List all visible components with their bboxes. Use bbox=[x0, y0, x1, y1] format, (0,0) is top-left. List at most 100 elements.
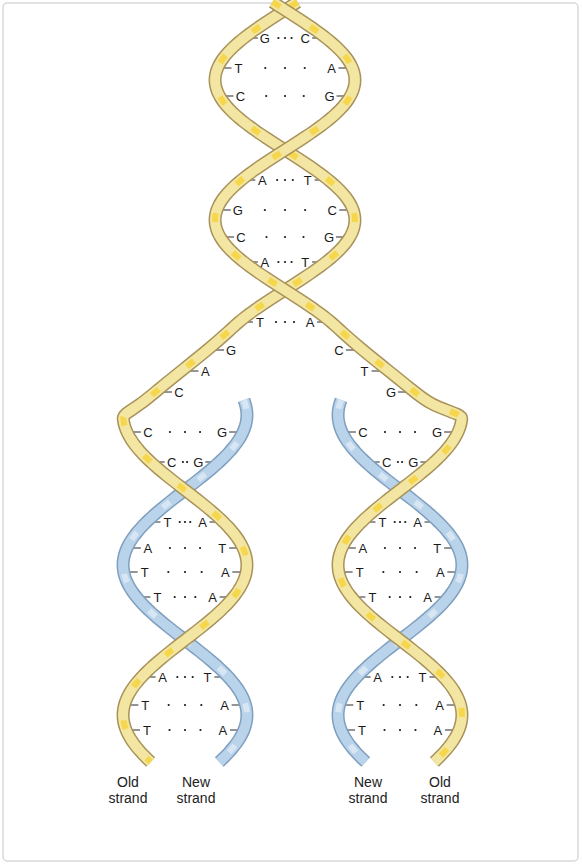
hydrogen-bond-dot bbox=[284, 179, 286, 181]
hydrogen-bond-dot bbox=[264, 67, 266, 69]
base-letter: A bbox=[359, 542, 368, 555]
hydrogen-bond-dot bbox=[384, 431, 386, 433]
strand-caption: New strand bbox=[165, 774, 227, 806]
base-letter: A bbox=[306, 316, 315, 329]
base-letter: G bbox=[226, 344, 236, 357]
base-letter: T bbox=[304, 174, 312, 187]
base-letter: G bbox=[408, 456, 418, 469]
hydrogen-bond-dot bbox=[404, 521, 406, 523]
strand-caption: Old strand bbox=[409, 774, 471, 806]
base-letter: T bbox=[356, 566, 364, 579]
base-letter: A bbox=[423, 591, 432, 604]
base-letter: T bbox=[433, 542, 441, 555]
base-letter: T bbox=[256, 316, 264, 329]
hydrogen-bond-dot bbox=[186, 461, 188, 463]
hydrogen-bond-dot bbox=[290, 261, 292, 263]
base-letter: C bbox=[328, 204, 337, 217]
hydrogen-bond-dot bbox=[293, 321, 295, 323]
base-letter: C bbox=[334, 344, 343, 357]
base-letter: A bbox=[436, 566, 445, 579]
hydrogen-bond-dot bbox=[304, 209, 306, 211]
base-letter: A bbox=[435, 699, 444, 712]
base-letter: C bbox=[236, 90, 245, 103]
hydrogen-bond-dot bbox=[383, 704, 385, 706]
hydrogen-bond-dot bbox=[399, 521, 401, 523]
hydrogen-bond-dot bbox=[167, 571, 169, 573]
hydrogen-bond-dot bbox=[399, 676, 401, 678]
hydrogen-bond-dot bbox=[284, 321, 286, 323]
hydrogen-bond-dot bbox=[399, 729, 401, 731]
hydrogen-bond-dot bbox=[199, 729, 201, 731]
hydrogen-bond-dot bbox=[194, 596, 196, 598]
base-letter: A bbox=[413, 516, 422, 529]
base-letter: A bbox=[327, 62, 336, 75]
base-letter: A bbox=[144, 542, 153, 555]
base-letter: A bbox=[198, 516, 207, 529]
hydrogen-bond-dot bbox=[382, 571, 384, 573]
base-letter: G bbox=[432, 426, 442, 439]
ribbon-outline bbox=[123, 2, 355, 762]
base-letter: T bbox=[143, 724, 151, 737]
hydrogen-bond-dot bbox=[182, 461, 184, 463]
hydrogen-bond-dot bbox=[415, 704, 417, 706]
hydrogen-bond-dot bbox=[184, 729, 186, 731]
hydrogen-bond-dot bbox=[414, 729, 416, 731]
base-letter: T bbox=[203, 671, 211, 684]
base-letter: A bbox=[158, 671, 167, 684]
hydrogen-bond-dot bbox=[399, 704, 401, 706]
strands bbox=[123, 2, 462, 762]
strand-caption: New strand bbox=[337, 774, 399, 806]
hydrogen-bond-dot bbox=[184, 571, 186, 573]
hydrogen-bond-dot bbox=[284, 236, 286, 238]
base-letter: G bbox=[217, 426, 227, 439]
hydrogen-bond-dot bbox=[192, 676, 194, 678]
hydrogen-bond-dot bbox=[201, 571, 203, 573]
hydrogen-bond-dot bbox=[399, 596, 401, 598]
hydrogen-bond-dot bbox=[199, 547, 201, 549]
base-letter: C bbox=[167, 456, 176, 469]
base-letter: T bbox=[218, 542, 226, 555]
hydrogen-bond-dot bbox=[401, 461, 403, 463]
hydrogen-bond-dot bbox=[276, 179, 278, 181]
hydrogen-bond-dot bbox=[384, 547, 386, 549]
hydrogen-bond-dot bbox=[275, 321, 277, 323]
hydrogen-bond-dot bbox=[383, 729, 385, 731]
base-letter: T bbox=[301, 256, 309, 269]
hydrogen-bond-dot bbox=[416, 571, 418, 573]
hydrogen-bond-dot bbox=[284, 209, 286, 211]
hydrogen-bond-dot bbox=[176, 676, 178, 678]
hydrogen-bond-dot bbox=[184, 596, 186, 598]
hydrogen-bond-dot bbox=[397, 461, 399, 463]
hydrogen-bond-dot bbox=[399, 547, 401, 549]
base-letter: A bbox=[221, 566, 230, 579]
hydrogen-bond-dot bbox=[184, 431, 186, 433]
hydrogen-bond-dot bbox=[168, 729, 170, 731]
base-letter: T bbox=[379, 516, 387, 529]
base-letter: C bbox=[382, 456, 391, 469]
hydrogen-bond-dot bbox=[284, 37, 286, 39]
hydrogen-bond-dot bbox=[304, 67, 306, 69]
base-letter: A bbox=[201, 365, 210, 378]
strand-caption: Old strand bbox=[97, 774, 159, 806]
base-letter: A bbox=[258, 174, 267, 187]
hydrogen-bond-dot bbox=[265, 95, 267, 97]
hydrogen-bond-dot bbox=[399, 431, 401, 433]
base-letter: T bbox=[356, 699, 364, 712]
hydrogen-bond-dot bbox=[399, 571, 401, 573]
ribbon-outline bbox=[215, 2, 462, 762]
hydrogen-bond-dot bbox=[407, 676, 409, 678]
base-letter: G bbox=[260, 32, 270, 45]
base-letter: C bbox=[358, 426, 367, 439]
base-letter: A bbox=[373, 671, 382, 684]
hydrogen-bond-dot bbox=[290, 37, 292, 39]
base-letter: T bbox=[418, 671, 426, 684]
hydrogen-bond-dot bbox=[200, 704, 202, 706]
hydrogen-bond-dot bbox=[199, 431, 201, 433]
base-letter: C bbox=[236, 231, 245, 244]
old-strand-ribbon bbox=[215, 2, 462, 762]
hydrogen-bond-dot bbox=[169, 547, 171, 549]
hydrogen-bond-dot bbox=[179, 521, 181, 523]
hydrogen-bond-dot bbox=[414, 547, 416, 549]
